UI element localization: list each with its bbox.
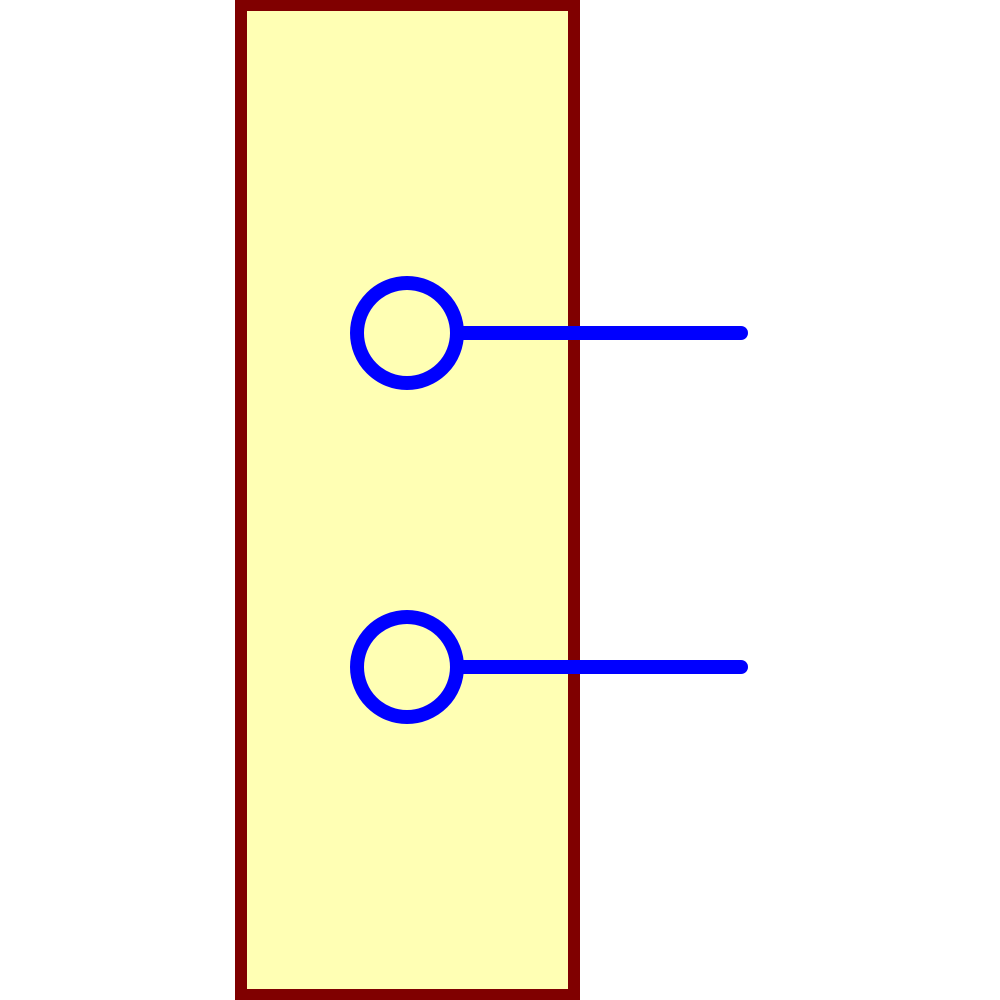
pin-2-terminal-icon [350, 610, 464, 724]
pin-2 [350, 610, 748, 724]
pin-1-terminal-icon [350, 276, 464, 390]
pin-1 [350, 276, 748, 390]
component-body [235, 0, 580, 1000]
